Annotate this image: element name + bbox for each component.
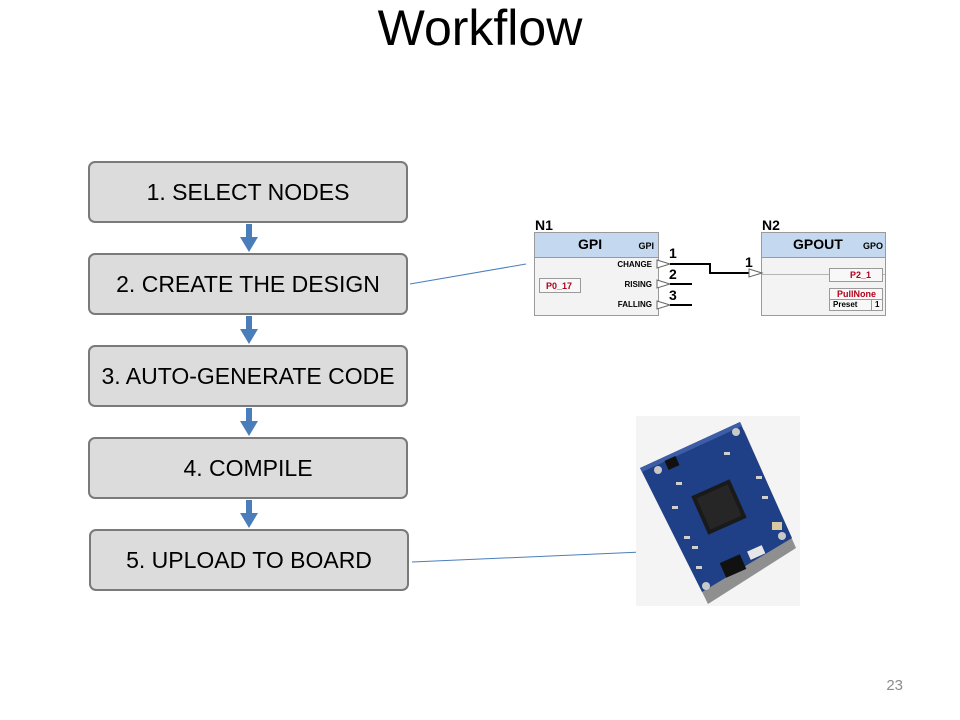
pin-rising: RISING: [624, 280, 652, 289]
wire-number: 2: [669, 266, 677, 282]
gpout-node-header: GPOUT GPO: [762, 233, 885, 258]
gpi-node-header: GPI GPI: [535, 233, 658, 258]
step-label: 3. AUTO-GENERATE CODE: [101, 362, 395, 389]
down-arrow-icon: [240, 224, 258, 252]
gpout-preset-value[interactable]: 1: [871, 299, 883, 311]
gpout-node-title: GPOUT: [793, 236, 843, 252]
pin-change: CHANGE: [617, 260, 652, 269]
board-connector-line: [411, 551, 643, 563]
gpout-port-value[interactable]: P2_1: [829, 268, 883, 282]
wire-number: 3: [669, 287, 677, 303]
down-arrow-icon: [240, 408, 258, 436]
step-label: 5. UPLOAD TO BOARD: [126, 546, 372, 573]
gpi-node[interactable]: GPI GPI CHANGE RISING FALLING P0_17: [534, 232, 659, 316]
wire-number: 1: [745, 254, 753, 270]
wire-number: 1: [669, 245, 677, 261]
step-create-design: 2. CREATE THE DESIGN: [88, 253, 408, 315]
step-label: 4. COMPILE: [183, 454, 313, 481]
step-upload-to-board: 5. UPLOAD TO BOARD: [89, 529, 409, 591]
step-auto-generate-code: 3. AUTO-GENERATE CODE: [88, 345, 408, 407]
design-connector-line: [409, 263, 527, 285]
step-compile: 4. COMPILE: [88, 437, 408, 499]
gpi-node-title: GPI: [578, 236, 603, 252]
step-select-nodes: 1. SELECT NODES: [88, 161, 408, 223]
step-label: 2. CREATE THE DESIGN: [116, 270, 380, 297]
node1-id: N1: [535, 217, 553, 233]
gpout-node[interactable]: GPOUT GPO P2_1 PullNone Preset 1: [761, 232, 886, 316]
gpout-node-type: GPO: [862, 241, 883, 251]
gpout-preset-row: Preset: [829, 299, 883, 311]
node2-id: N2: [762, 217, 780, 233]
page-number: 23: [886, 677, 903, 694]
pin-falling: FALLING: [617, 300, 652, 309]
board-photo: [636, 416, 800, 606]
preset-label: Preset: [833, 300, 858, 309]
gpi-port-value[interactable]: P0_17: [539, 278, 581, 293]
slide-title: Workflow: [377, 0, 583, 56]
circuit-board-image: [640, 422, 796, 604]
gpi-node-type: GPI: [638, 241, 654, 251]
down-arrow-icon: [240, 316, 258, 344]
gpout-divider: [762, 274, 885, 275]
down-arrow-icon: [240, 500, 258, 528]
step-label: 1. SELECT NODES: [146, 178, 350, 205]
